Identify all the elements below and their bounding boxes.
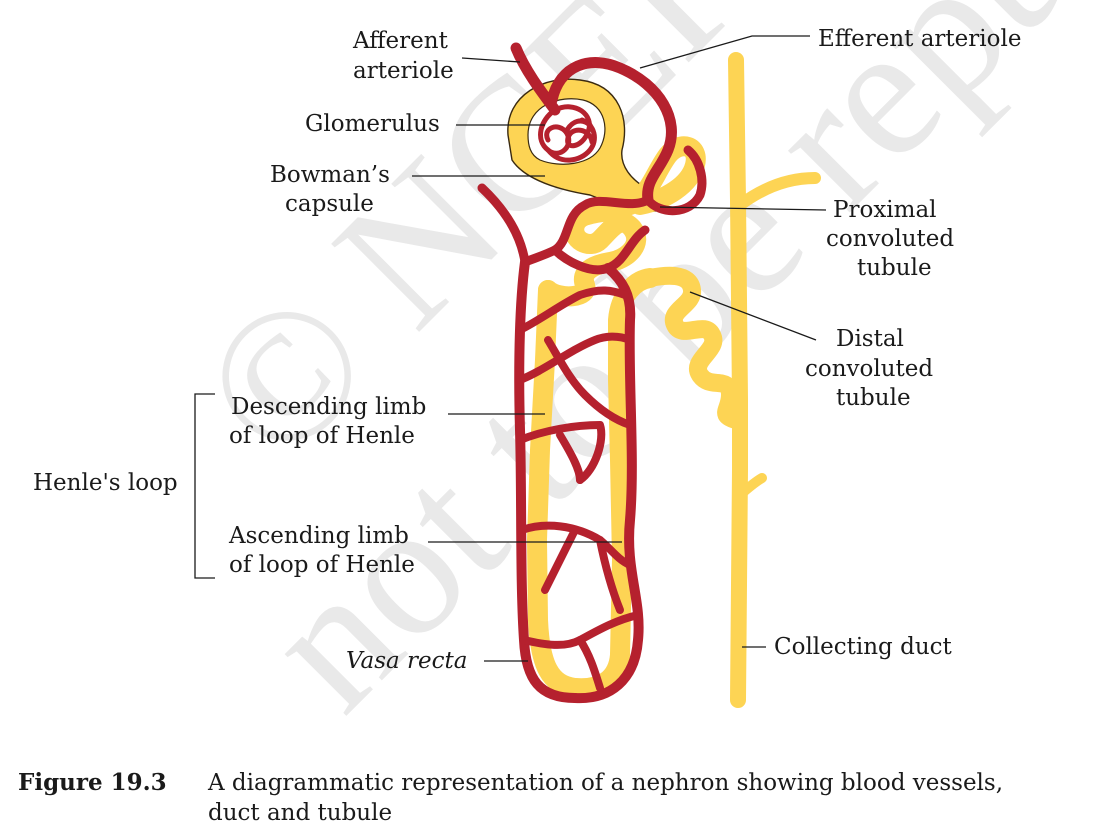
label-afferent-line1: Afferent (352, 28, 449, 54)
label-efferent: Efferent arteriole (818, 26, 1021, 52)
leader-proximal (659, 206, 827, 211)
vasa-recta-rung-1 (516, 286, 629, 334)
label-bowman-line1: Bowman’s (270, 162, 390, 188)
vasa-recta-rung-2 (516, 332, 634, 384)
label-glomerulus: Glomerulus (305, 111, 440, 137)
label-ascending-line2: of loop of Henle (229, 552, 415, 578)
label-distal-line1: Distal (836, 326, 904, 352)
caption-text: A diagrammatic representation of a nephr… (208, 768, 1078, 828)
leader-afferent (461, 57, 521, 63)
descending-limb (527, 280, 585, 698)
label-proximal-line2: convoluted (826, 226, 954, 252)
label-henles-loop: Henle's loop (33, 470, 178, 496)
caption-line-1: A diagrammatic representation of a nephr… (208, 770, 1004, 796)
vasa-recta-rung-8 (596, 536, 624, 614)
vasa-recta-rung-3 (544, 336, 634, 429)
peritubular-capillary-2 (550, 195, 653, 255)
label-proximal-line1: Proximal (833, 197, 937, 223)
efferent-arteriole (546, 57, 677, 206)
collecting-duct-branch-upper (734, 172, 821, 211)
label-descending-line2: of loop of Henle (229, 423, 415, 449)
leader-distal (689, 291, 817, 341)
caption-line-2: duct and tubule (208, 800, 393, 826)
figure-caption: Figure 19.3 A diagrammatic representation… (18, 768, 1088, 828)
vasa-recta-rung-7 (541, 526, 579, 594)
label-bowman-line2: capsule (285, 191, 374, 217)
distal-convoluted-tubule (641, 266, 745, 429)
label-collecting-duct: Collecting duct (774, 634, 953, 660)
glomerulus (538, 104, 597, 163)
collecting-duct-branch-lower (735, 473, 767, 500)
vasa-recta-ascending (570, 263, 644, 704)
labels: Afferent arteriole Efferent arteriole Gl… (33, 26, 1021, 674)
label-ascending-line1: Ascending limb (228, 523, 409, 549)
label-proximal-line3: tubule (857, 255, 932, 281)
vasa-recta-rung-5 (556, 431, 584, 484)
label-vasa-recta: Vasa recta (346, 648, 467, 674)
collecting-duct (728, 52, 748, 708)
vasa-recta-rung-4 (516, 421, 606, 484)
vasa-recta-rung-10 (576, 636, 604, 692)
label-descending-line1: Descending limb (231, 394, 426, 420)
label-distal-line2: convoluted (805, 356, 933, 382)
label-afferent-line2: arteriole (353, 58, 454, 84)
figure-number: Figure 19.3 (18, 769, 167, 796)
blood-vessels (477, 42, 707, 704)
leader-efferent (639, 35, 810, 69)
peritubular-capillary-1 (643, 145, 707, 216)
henles-loop-bracket (194, 393, 215, 579)
label-distal-line3: tubule (836, 385, 911, 411)
peritubular-capillary-3 (477, 183, 530, 267)
